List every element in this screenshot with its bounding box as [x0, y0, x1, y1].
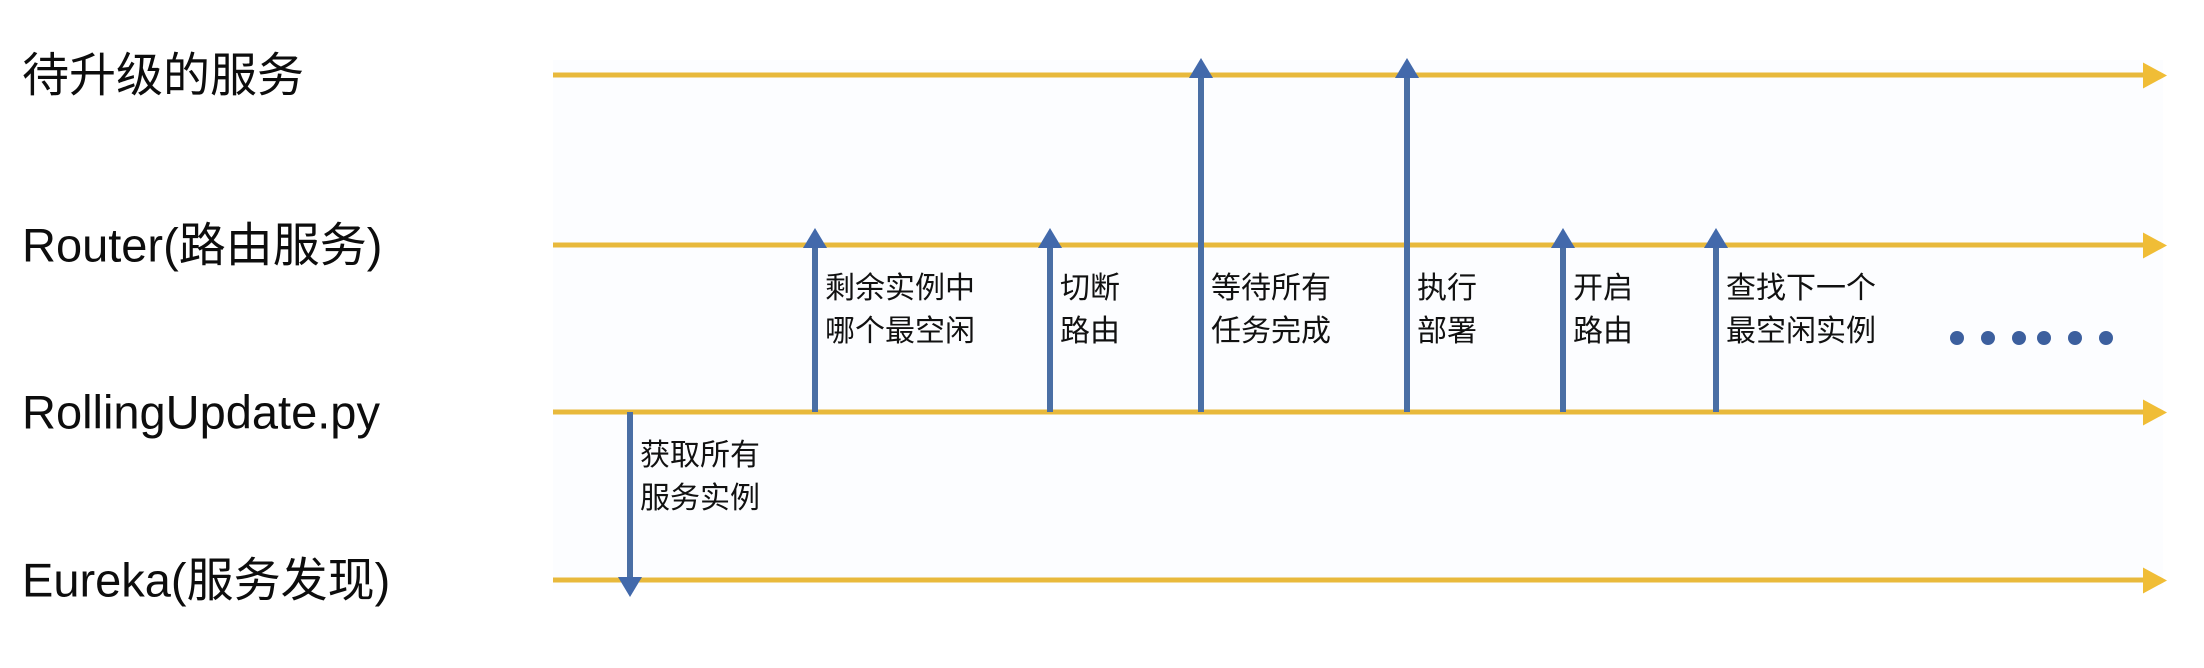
ellipsis-dot	[2037, 331, 2051, 345]
message-label-find-next-idlest-instance: 查找下一个 最空闲实例	[1726, 272, 1876, 348]
arrowhead-up-icon	[803, 228, 827, 248]
lifeline-router	[553, 242, 2145, 248]
lifeline-script	[553, 409, 2145, 415]
arrowhead-up-icon	[1704, 228, 1728, 248]
message-label-which-instance-idlest: 剩余实例中 哪个最空闲	[825, 272, 975, 348]
ellipsis-dots-ellipsis-2	[2037, 331, 2113, 345]
actor-label-script: RollingUpdate.py	[22, 385, 380, 439]
message-arrow-open-route	[1551, 228, 1575, 412]
actor-label-service: 待升级的服务	[22, 48, 304, 102]
message-arrow-cut-route	[1038, 228, 1062, 412]
ellipsis-dot	[1950, 331, 1964, 345]
arrowhead-down-icon	[618, 577, 642, 597]
message-arrow-wait-all-tasks-done	[1189, 58, 1213, 412]
actor-label-router: Router(路由服务)	[22, 218, 383, 272]
arrowhead-up-icon	[1038, 228, 1062, 248]
actor-label-eureka: Eureka(服务发现)	[22, 553, 391, 607]
message-label-execute-deploy: 执行 部署	[1417, 272, 1477, 348]
message-label-wait-all-tasks-done: 等待所有 任务完成	[1211, 272, 1331, 348]
message-label-open-route: 开启 路由	[1573, 272, 1633, 348]
ellipsis-dot	[2068, 331, 2082, 345]
message-arrow-execute-deploy	[1395, 58, 1419, 412]
ellipsis-dots-ellipsis-1	[1950, 331, 2026, 345]
message-label-cut-route: 切断 路由	[1060, 272, 1120, 348]
arrowhead-up-icon	[1189, 58, 1213, 78]
lifeline-eureka	[553, 577, 2145, 583]
message-label-get-all-instances: 获取所有 服务实例	[640, 439, 760, 515]
lifeline-service	[553, 72, 2145, 78]
message-arrow-find-next-idlest-instance	[1704, 228, 1728, 412]
arrowhead-up-icon	[1395, 58, 1419, 78]
ellipsis-dot	[2099, 331, 2113, 345]
message-arrow-which-instance-idlest	[803, 228, 827, 412]
diagram-background-tint	[553, 60, 2163, 590]
ellipsis-dot	[1981, 331, 1995, 345]
arrowhead-up-icon	[1551, 228, 1575, 248]
ellipsis-dot	[2012, 331, 2026, 345]
message-arrow-get-all-instances	[618, 412, 642, 597]
